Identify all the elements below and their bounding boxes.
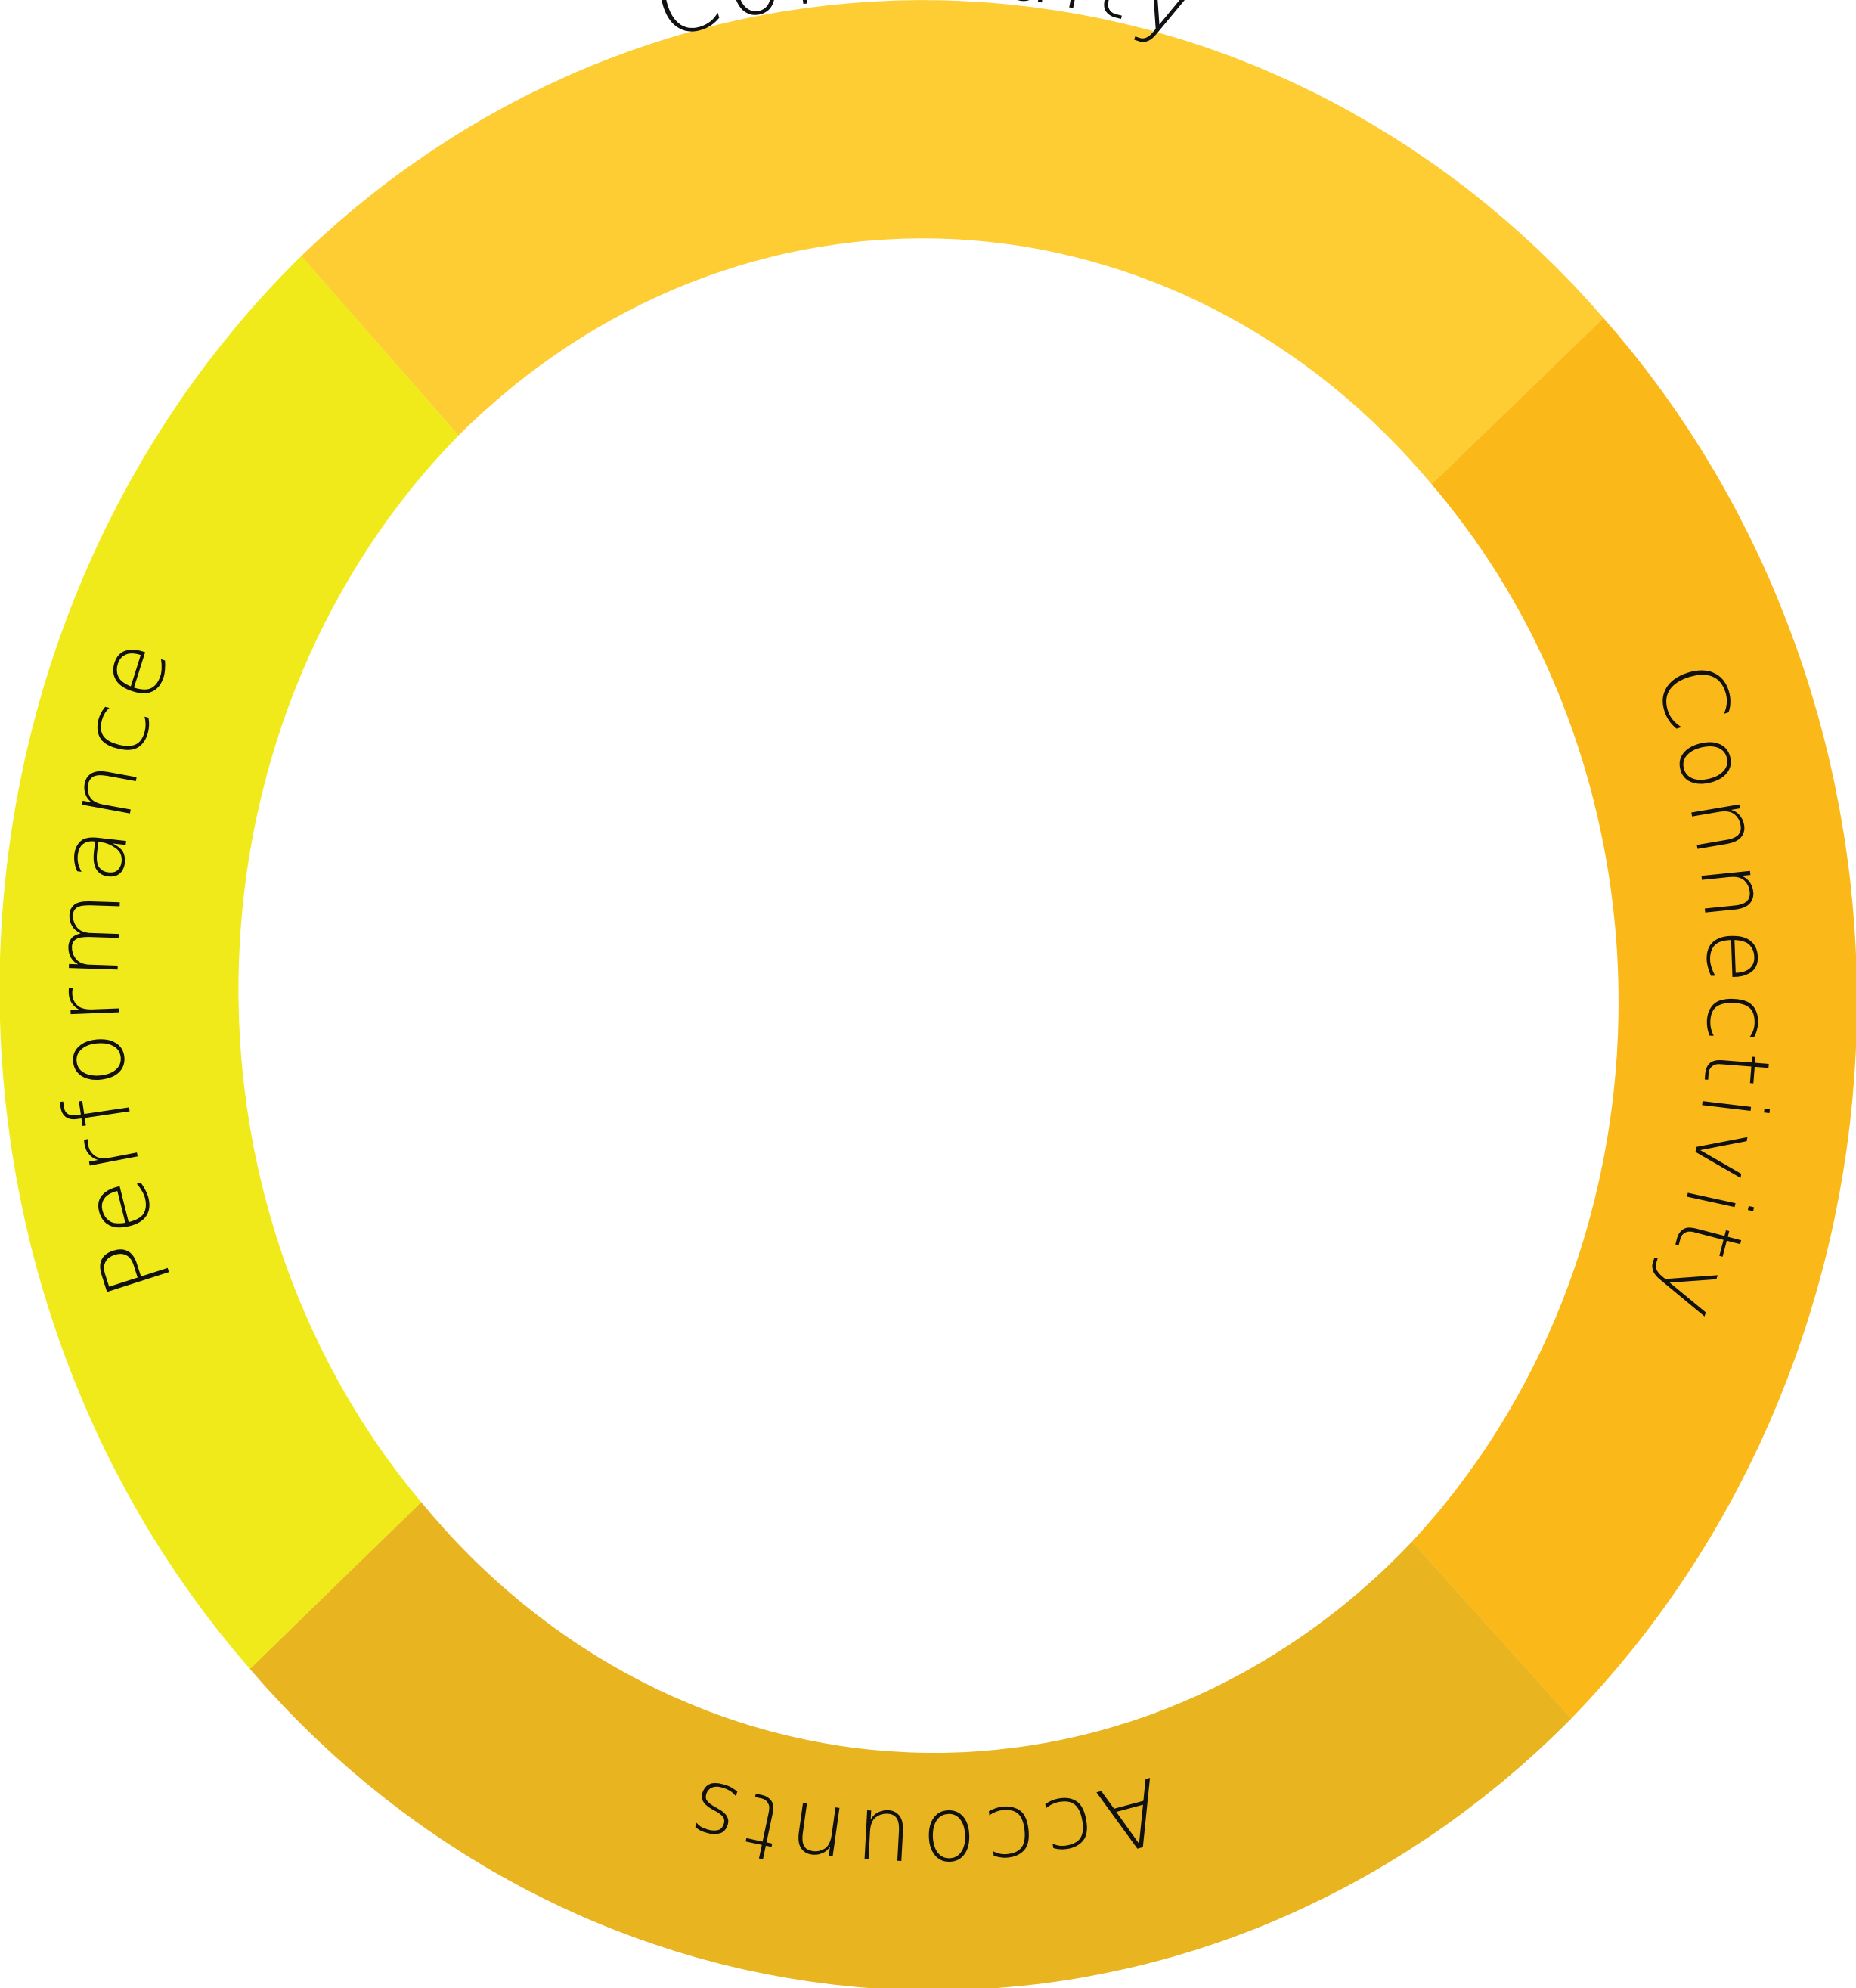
segment-connectivity <box>1411 318 1856 1719</box>
segment-performance <box>0 256 459 1670</box>
segment-continuity <box>301 0 1603 485</box>
segment-accounts <box>249 1502 1572 1988</box>
